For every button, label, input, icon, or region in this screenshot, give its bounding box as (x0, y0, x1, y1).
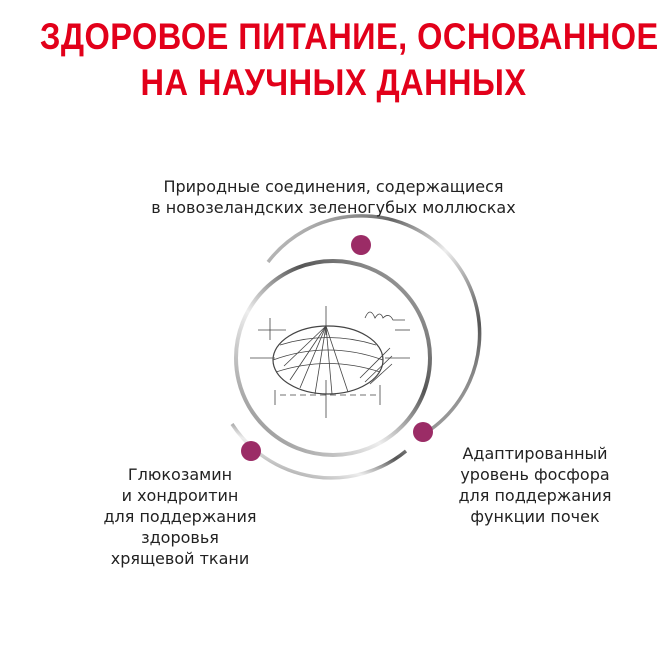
title-line-2: НА НАУЧНЫХ ДАННЫХ (140, 62, 527, 103)
caption-line: Природные соединения, содержащиеся (163, 177, 504, 196)
benefit-dot-right (413, 422, 433, 442)
kibble-sketch-icon (250, 306, 410, 418)
caption-line: функции почек (470, 507, 600, 526)
caption-line: и хондроитин (121, 486, 239, 505)
caption-line: для поддержания (458, 486, 612, 505)
caption-line: уровень фосфора (460, 465, 610, 484)
benefit-glucosamine: Глюкозамин и хондроитин для поддержания … (60, 464, 300, 569)
caption-line: в новозеландских зеленогубых моллюсках (151, 198, 516, 217)
caption-line: хрящевой ткани (110, 549, 250, 568)
caption-line: Глюкозамин (127, 465, 233, 484)
benefit-mussel-compounds: Природные соединения, содержащиеся в нов… (100, 176, 567, 218)
inner-ring (234, 259, 432, 457)
title-line-1: ЗДОРОВОЕ ПИТАНИЕ, ОСНОВАННОЕ (40, 16, 659, 57)
caption-line: для поддержания (103, 507, 257, 526)
outer-arc-top (266, 214, 482, 432)
benefit-dot-top (351, 235, 371, 255)
page-title: ЗДОРОВОЕ ПИТАНИЕ, ОСНОВАННОЕ НА НАУЧНЫХ … (40, 14, 659, 106)
caption-line: Адаптированный (462, 444, 608, 463)
benefit-dot-left (241, 441, 261, 461)
caption-line: здоровья (141, 528, 219, 547)
benefit-phosphorus: Адаптированный уровень фосфора для подде… (420, 443, 650, 527)
